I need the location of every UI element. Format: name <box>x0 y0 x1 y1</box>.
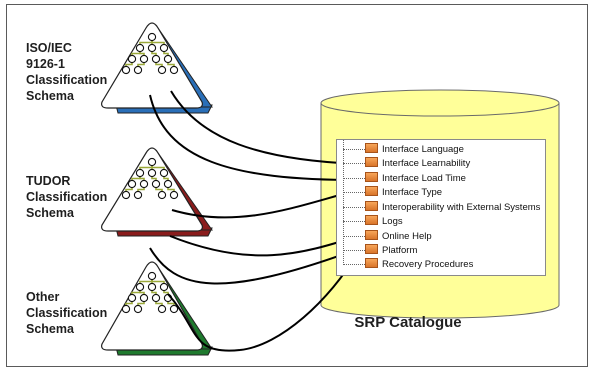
folder-icon <box>365 157 378 167</box>
tree-trunk <box>343 140 344 265</box>
tree-node <box>121 190 131 200</box>
tree-node <box>147 43 157 53</box>
tree-connector <box>343 264 365 265</box>
folder-icon <box>365 258 378 268</box>
tree-node <box>135 43 145 53</box>
tree-node <box>147 32 157 42</box>
connection-arrow <box>149 94 360 184</box>
tree-node <box>139 179 149 189</box>
tree-node <box>147 271 157 281</box>
tree-node <box>169 190 179 200</box>
catalogue-tree: Interface Language Interface Learnabilit… <box>336 139 546 276</box>
folder-icon <box>365 215 378 225</box>
tree-node <box>139 293 149 303</box>
schema-label-tudor: TUDOR Classification Schema <box>26 173 107 221</box>
tree-node <box>157 190 167 200</box>
tree-node <box>147 282 157 292</box>
folder-icon <box>365 186 378 196</box>
connection-arrow <box>149 247 360 285</box>
schema-label-line: TUDOR <box>26 174 71 188</box>
catalogue-item[interactable]: Interface Type <box>365 186 442 199</box>
catalogue-item[interactable]: Interface Language <box>365 143 464 156</box>
schema-label-line: Schema <box>26 322 74 336</box>
tree-node <box>169 304 179 314</box>
schema-label-iso: ISO/IEC 9126-1 Classification Schema <box>26 40 107 104</box>
tree-node <box>139 54 149 64</box>
tree-node <box>159 168 169 178</box>
tree-node <box>135 168 145 178</box>
tree-node <box>147 168 157 178</box>
connection-arrow <box>167 293 241 352</box>
tree-connector <box>343 163 365 164</box>
tree-node <box>133 190 143 200</box>
tree-node <box>133 304 143 314</box>
folder-icon <box>365 143 378 153</box>
tree-connector <box>343 149 365 150</box>
schema-label-line: Classification <box>26 190 108 204</box>
tree-node <box>127 179 137 189</box>
tree-node <box>163 54 173 64</box>
cylinder-top <box>320 89 560 117</box>
tree-node <box>159 282 169 292</box>
tree-node <box>169 65 179 75</box>
catalogue-title: SRP Catalogue <box>354 314 462 331</box>
schema-label-line: Schema <box>26 89 74 103</box>
folder-icon <box>365 244 378 254</box>
schema-triangle-body <box>101 22 203 109</box>
catalogue-item[interactable]: Logs <box>365 215 403 228</box>
schema-label-line: Other <box>26 290 60 304</box>
tree-node <box>127 54 137 64</box>
schema-triangle-body <box>101 261 203 351</box>
schema-label-line: Schema <box>26 206 74 220</box>
catalogue-item[interactable]: Platform <box>365 244 417 257</box>
folder-icon <box>365 201 378 211</box>
catalogue-item[interactable]: Interface Learnability <box>365 157 470 170</box>
schema-triangle-1 <box>101 147 213 237</box>
connection-arrow <box>170 90 360 168</box>
schema-label-line: 9126-1 <box>26 57 65 71</box>
tree-node <box>157 304 167 314</box>
tree-node <box>163 179 173 189</box>
tree-connector <box>343 221 365 222</box>
tree-node <box>133 65 143 75</box>
tree-node <box>135 282 145 292</box>
tree-node <box>127 293 137 303</box>
tree-node <box>121 304 131 314</box>
tree-node <box>151 293 161 303</box>
catalogue-item[interactable]: Interoperability with External Systems <box>365 201 540 214</box>
schema-label-other: Other Classification Schema <box>26 289 107 337</box>
tree-node <box>151 179 161 189</box>
schema-triangle-0 <box>101 22 213 114</box>
tree-node <box>121 65 131 75</box>
catalogue-item[interactable]: Online Help <box>365 230 432 243</box>
tree-connector <box>343 178 365 179</box>
tree-node <box>157 65 167 75</box>
tree-connector <box>343 236 365 237</box>
folder-icon <box>365 172 378 182</box>
schema-label-line: Classification <box>26 73 108 87</box>
tree-connector <box>343 207 365 208</box>
schema-label-line: Classification <box>26 306 108 320</box>
schema-label-line: ISO/IEC <box>26 41 72 55</box>
tree-connector <box>343 192 365 193</box>
catalogue-item[interactable]: Recovery Procedures <box>365 258 473 271</box>
schema-triangle-2 <box>101 261 213 356</box>
tree-node <box>151 54 161 64</box>
catalogue-item[interactable]: Interface Load Time <box>365 172 466 185</box>
tree-node <box>159 43 169 53</box>
tree-node <box>147 157 157 167</box>
tree-connector <box>343 250 365 251</box>
folder-icon <box>365 230 378 240</box>
schema-triangle-body <box>101 147 203 232</box>
